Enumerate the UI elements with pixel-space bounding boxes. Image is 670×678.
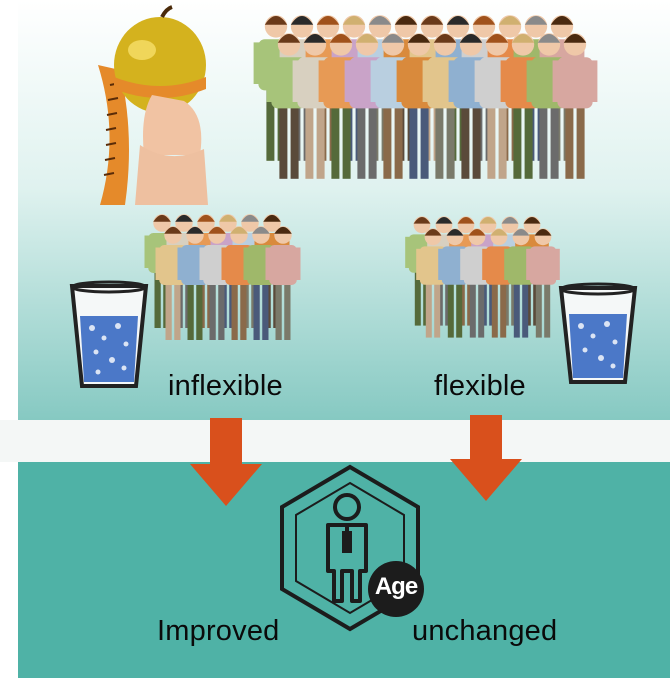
water-glass-icon bbox=[558, 282, 638, 384]
apple-measuring-tape-icon bbox=[98, 5, 208, 205]
age-badge-text: Age bbox=[374, 573, 418, 600]
age-icon: Age bbox=[270, 463, 430, 635]
outcome-label-unchanged: unchanged bbox=[412, 615, 558, 647]
outcome-label-improved: Improved bbox=[157, 615, 280, 647]
water-glass-icon bbox=[69, 280, 149, 388]
group-label-flexible: flexible bbox=[434, 370, 526, 402]
separator bbox=[0, 420, 670, 462]
crowd-icon bbox=[405, 216, 560, 338]
arrow-down-icon bbox=[190, 418, 262, 506]
arrow-down-icon bbox=[450, 415, 522, 501]
crowd-icon bbox=[144, 214, 301, 340]
crowd-icon bbox=[253, 15, 598, 179]
group-label-inflexible: inflexible bbox=[168, 370, 283, 402]
person-battery-icon bbox=[280, 464, 424, 632]
